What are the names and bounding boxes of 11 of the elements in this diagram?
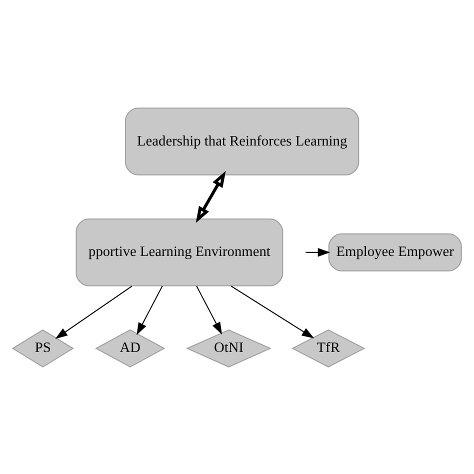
- node-box: Leadership that Reinforces Learning: [125, 107, 360, 175]
- arrow: [230, 285, 314, 338]
- node-diamond: OtNI: [186, 328, 272, 367]
- arrow: [196, 285, 222, 334]
- arrow: [306, 248, 330, 256]
- node-box: Employee Empower: [328, 232, 462, 271]
- arrow: [55, 285, 132, 338]
- arrow: [196, 170, 226, 222]
- arrow: [136, 285, 163, 335]
- node-box: pportive Learning Environment: [76, 218, 284, 286]
- node-diamond: AD: [95, 328, 166, 367]
